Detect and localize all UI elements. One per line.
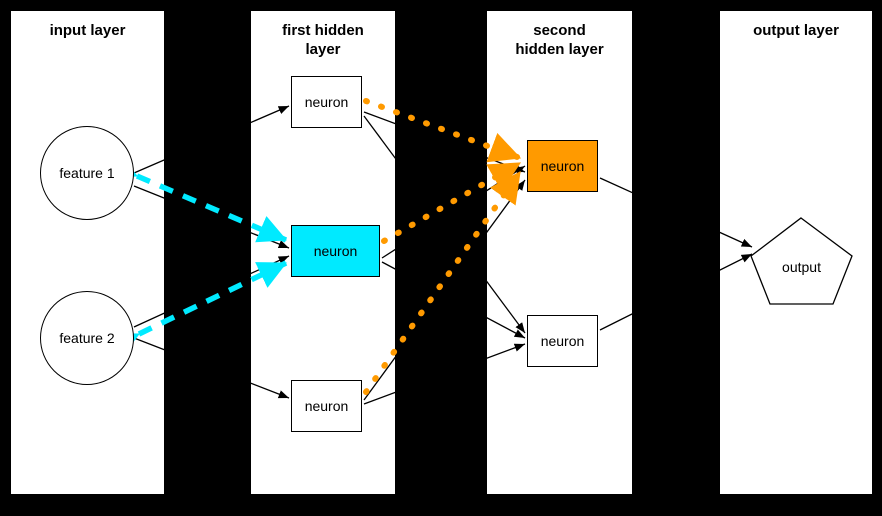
hidden1-neuron-bottom[interactable]: neuron (291, 380, 362, 432)
panel-title-input-layer: input layer (49, 22, 126, 39)
panel-title-first-hidden-layer: first hidden layer (282, 22, 364, 58)
input-node-feature-2[interactable]: feature 2 (40, 291, 134, 385)
hidden1-neuron-middle-label: neuron (313, 243, 358, 259)
input-node-feature-1[interactable]: feature 1 (40, 126, 134, 220)
hidden1-neuron-top[interactable]: neuron (291, 76, 362, 128)
hidden1-neuron-top-label: neuron (304, 94, 349, 110)
panel-input-layer (11, 11, 164, 494)
input-node-feature-2-label: feature 2 (59, 330, 115, 346)
panel-title-output-layer: output layer (753, 22, 839, 39)
hidden2-neuron-top-label: neuron (540, 158, 585, 174)
hidden2-neuron-top-highlighted[interactable]: neuron (527, 140, 598, 192)
hidden1-neuron-middle-highlighted[interactable]: neuron (291, 225, 380, 277)
hidden2-neuron-bottom-label: neuron (540, 333, 585, 349)
input-node-feature-1-label: feature 1 (59, 165, 115, 181)
output-node-label: output (782, 259, 821, 275)
hidden2-neuron-bottom[interactable]: neuron (527, 315, 598, 367)
panel-title-second-hidden-layer: second hidden layer (515, 22, 604, 58)
panel-second-hidden-layer (487, 11, 632, 494)
panel-output-layer (720, 11, 872, 494)
hidden1-neuron-bottom-label: neuron (304, 398, 349, 414)
